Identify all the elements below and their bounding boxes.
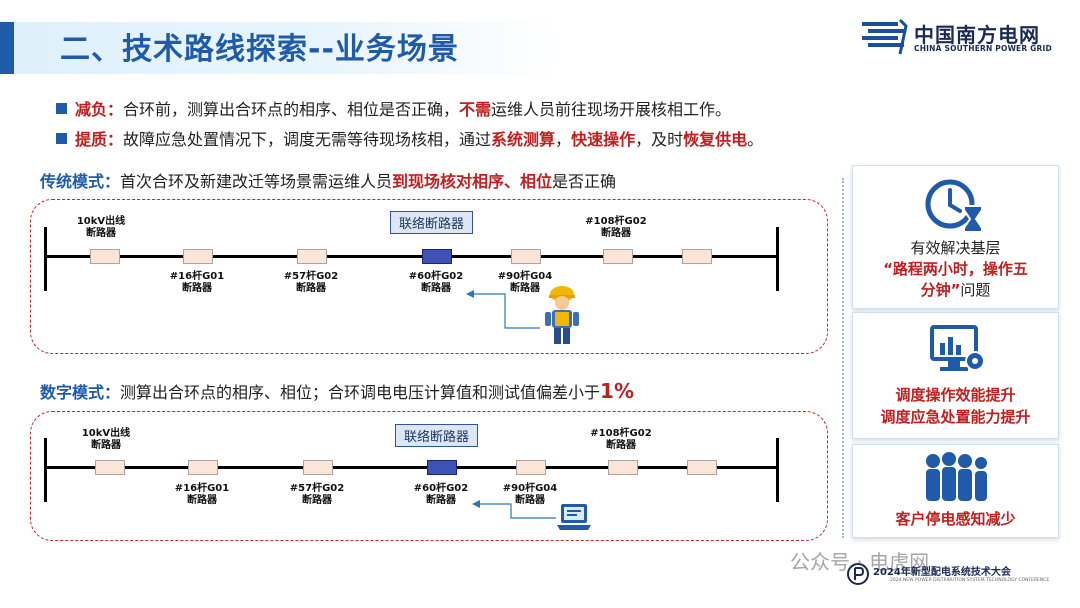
conference-name-en: 2024 NEW POWER DISTRIBUTION SYSTEM TECHN… [890,578,1050,583]
bullet-square-icon [56,133,67,144]
breaker [511,249,541,264]
tie-breaker-closed [427,460,457,475]
breaker-label-10kv: 10kV出线断路器 [81,428,131,451]
card-efficiency-line1: 调度操作效能提升 [895,386,1016,404]
traditional-diagram-frame [30,199,828,354]
card-time-line2: “路程两小时，操作五 [883,260,1028,278]
bus-end-right [776,227,779,291]
bullet-square-icon [56,103,67,114]
monitor-gear-icon [930,325,985,371]
breaker [297,249,327,264]
breaker [188,460,218,475]
card-customer-line1: 客户停电感知减少 [895,510,1016,528]
dotted-separator [842,178,844,538]
breaker [95,460,125,475]
clock-hourglass-icon [925,179,983,233]
bullet-tizhi: 提质：故障应急处置情况下，调度无需等待现场核相，通过系统测算，快速操作，及时恢复… [56,126,763,150]
tie-breaker-label: 联络断路器 [395,424,479,447]
breaker [687,460,717,475]
bullet-jianfu: 减负：合环前，测算出合环点的相序、相位是否正确，不需运维人员前往现场开展核相工作… [56,96,731,120]
feeder-line [44,466,779,469]
digital-diagram-frame [30,411,828,541]
tie-breaker-label: 联络断路器 [390,211,474,234]
breaker [608,460,638,475]
title-bar [0,22,560,74]
bus-end-left [44,438,47,502]
laptop-icon [557,504,591,530]
logo-cn: 中国南方电网 [914,23,1040,47]
conference-logo-icon [847,563,869,585]
watermark: 公众号 · 电虎网 [790,550,930,574]
breaker [303,460,333,475]
digital-mode-line: 数字模式：测算出合环点的相序、相位；合环调电电压计算值和测试值偏差小于1% [40,379,634,403]
benefit-card-efficiency: 调度操作效能提升 调度应急处置能力提升 [852,312,1059,439]
page-title: 二、技术路线探索--业务场景 [60,32,459,67]
card-time-line1: 有效解决基层 [910,239,1001,257]
bus-end-left [44,227,47,291]
arrow-to-tie-icon [466,290,540,329]
benefit-card-customer: 客户停电感知减少 [852,444,1059,538]
benefit-card-time: 有效解决基层 “路程两小时，操作五 分钟”问题 [852,165,1059,309]
breaker [516,460,546,475]
feeder-line [44,255,779,258]
csg-logo-icon [862,18,908,55]
breaker [183,249,213,264]
tie-breaker-closed [422,249,452,264]
breaker-label-10kv: 10kV出线断路器 [76,216,126,239]
bus-end-right [776,438,779,502]
conference-name: 2024年新型配电系统技术大会 [873,567,1011,578]
people-group-icon [926,452,987,501]
breaker [90,249,120,264]
arrow-to-tie-icon [472,500,556,519]
traditional-mode-line: 传统模式：首次合环及新建改迁等场景需运维人员到现场核对相序、相位是否正确 [40,172,617,191]
card-efficiency-line2: 调度应急处置能力提升 [880,408,1031,426]
csg-logo: 中国南方电网 CHINA SOUTHERN POWER GRID [862,16,1072,60]
card-time-line3: 分钟”问题 [920,281,991,299]
logo-en: CHINA SOUTHERN POWER GRID [914,44,1052,53]
field-worker-icon [545,286,579,344]
breaker [682,249,712,264]
breaker [603,249,633,264]
